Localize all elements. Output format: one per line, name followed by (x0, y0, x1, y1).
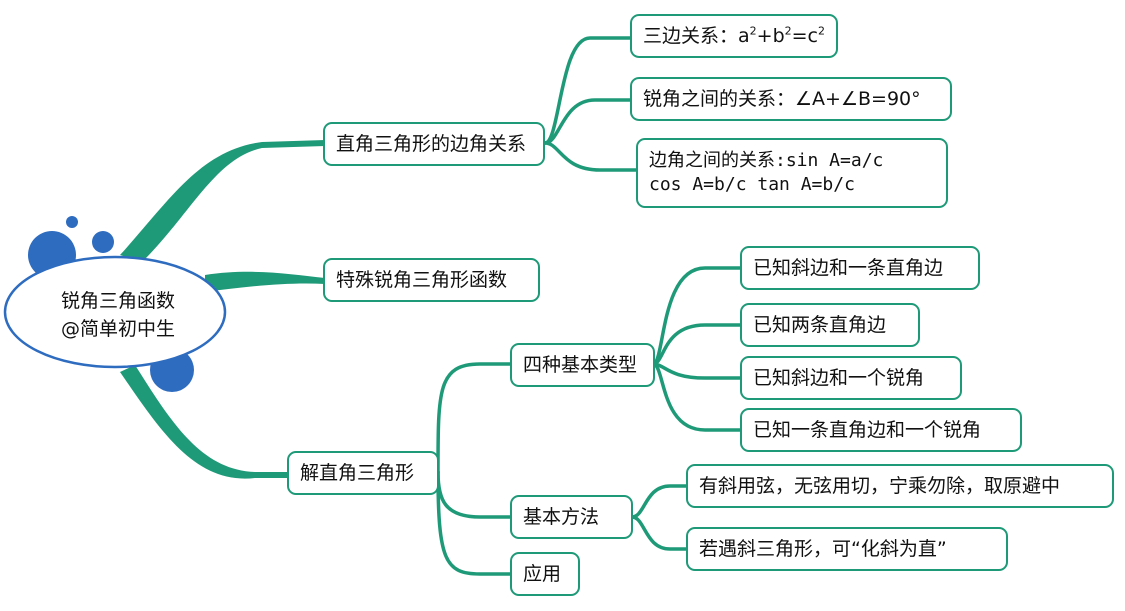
node-type-item-2[interactable]: 已知两条直角边 (740, 303, 920, 347)
branch-connector-2 (205, 271, 325, 292)
node-b3-methods[interactable]: 基本方法 (510, 495, 633, 539)
connector-s2-i1 (630, 484, 690, 519)
node-type-item-3-label: 已知斜边和一个锐角 (753, 367, 925, 389)
node-method-item-1[interactable]: 有斜用弦，无弦用切，宁乘勿除，取原避中 (686, 464, 1114, 508)
connector-b1-c2 (543, 98, 634, 145)
connector-b1-c1 (543, 36, 634, 145)
node-method-item-1-label: 有斜用弦，无弦用切，宁乘勿除，取原避中 (699, 475, 1061, 497)
connector-s1-i4 (651, 362, 744, 432)
connector-b1-c3 (543, 141, 639, 172)
node-branch1[interactable]: 直角三角形的边角关系 (323, 122, 545, 166)
node-type-item-1-label: 已知斜边和一条直角边 (753, 257, 944, 279)
node-branch2-label: 特殊锐角三角形函数 (336, 269, 508, 291)
node-type-item-3[interactable]: 已知斜边和一个锐角 (740, 356, 962, 400)
node-branch1-label: 直角三角形的边角关系 (336, 133, 527, 155)
node-type-item-4[interactable]: 已知一条直角边和一个锐角 (740, 408, 1022, 452)
node-b1-angle-relation-label: 锐角之间的关系：∠A+∠B=90° (643, 88, 921, 110)
node-b1-angle-relation[interactable]: 锐角之间的关系：∠A+∠B=90° (630, 77, 952, 121)
connector-s1-i3 (651, 362, 744, 380)
node-b1-side-angle-line2: cos A=b/c tan A=b/c (649, 174, 855, 195)
node-branch2[interactable]: 特殊锐角三角形函数 (323, 258, 540, 302)
node-b3-application-label: 应用 (523, 563, 562, 585)
node-b3-application[interactable]: 应用 (510, 552, 580, 596)
root-title: 锐角三角函数 (60, 290, 175, 312)
node-branch3[interactable]: 解直角三角形 (287, 451, 439, 495)
node-b1-side-relation[interactable]: 三边关系：a2+b2=c2 (630, 14, 838, 58)
node-b3-types[interactable]: 四种基本类型 (510, 343, 655, 387)
root-author: @简单初中生 (60, 318, 175, 340)
connector-b3-s1 (436, 362, 514, 474)
node-b3-methods-label: 基本方法 (523, 506, 600, 528)
root-ellipse (3, 255, 227, 369)
node-branch3-label: 解直角三角形 (300, 462, 415, 484)
branch-connector-3 (120, 365, 290, 479)
connector-s2-i2 (630, 515, 690, 551)
root-node: 锐角三角函数 @简单初中生 (18, 270, 218, 360)
connector-s1-i2 (651, 323, 744, 366)
connector-b3-s3 (436, 470, 514, 576)
connector-b3-s2 (436, 470, 514, 519)
bubble-mid-left (92, 231, 114, 253)
node-b1-side-angle-line1: 边角之间的关系:sin A=a/c (649, 150, 884, 171)
branch-connector-1 (120, 140, 325, 262)
bubble-small-top (66, 216, 78, 228)
node-method-item-2-label: 若遇斜三角形，可“化斜为直” (699, 538, 947, 560)
node-type-item-4-label: 已知一条直角边和一个锐角 (753, 419, 982, 441)
node-b3-types-label: 四种基本类型 (523, 354, 638, 376)
node-type-item-2-label: 已知两条直角边 (753, 314, 887, 336)
node-method-item-2[interactable]: 若遇斜三角形，可“化斜为直” (686, 527, 1008, 571)
node-b1-side-angle-relation[interactable]: 边角之间的关系:sin A=a/c cos A=b/c tan A=b/c (636, 138, 948, 208)
node-type-item-1[interactable]: 已知斜边和一条直角边 (740, 246, 980, 290)
